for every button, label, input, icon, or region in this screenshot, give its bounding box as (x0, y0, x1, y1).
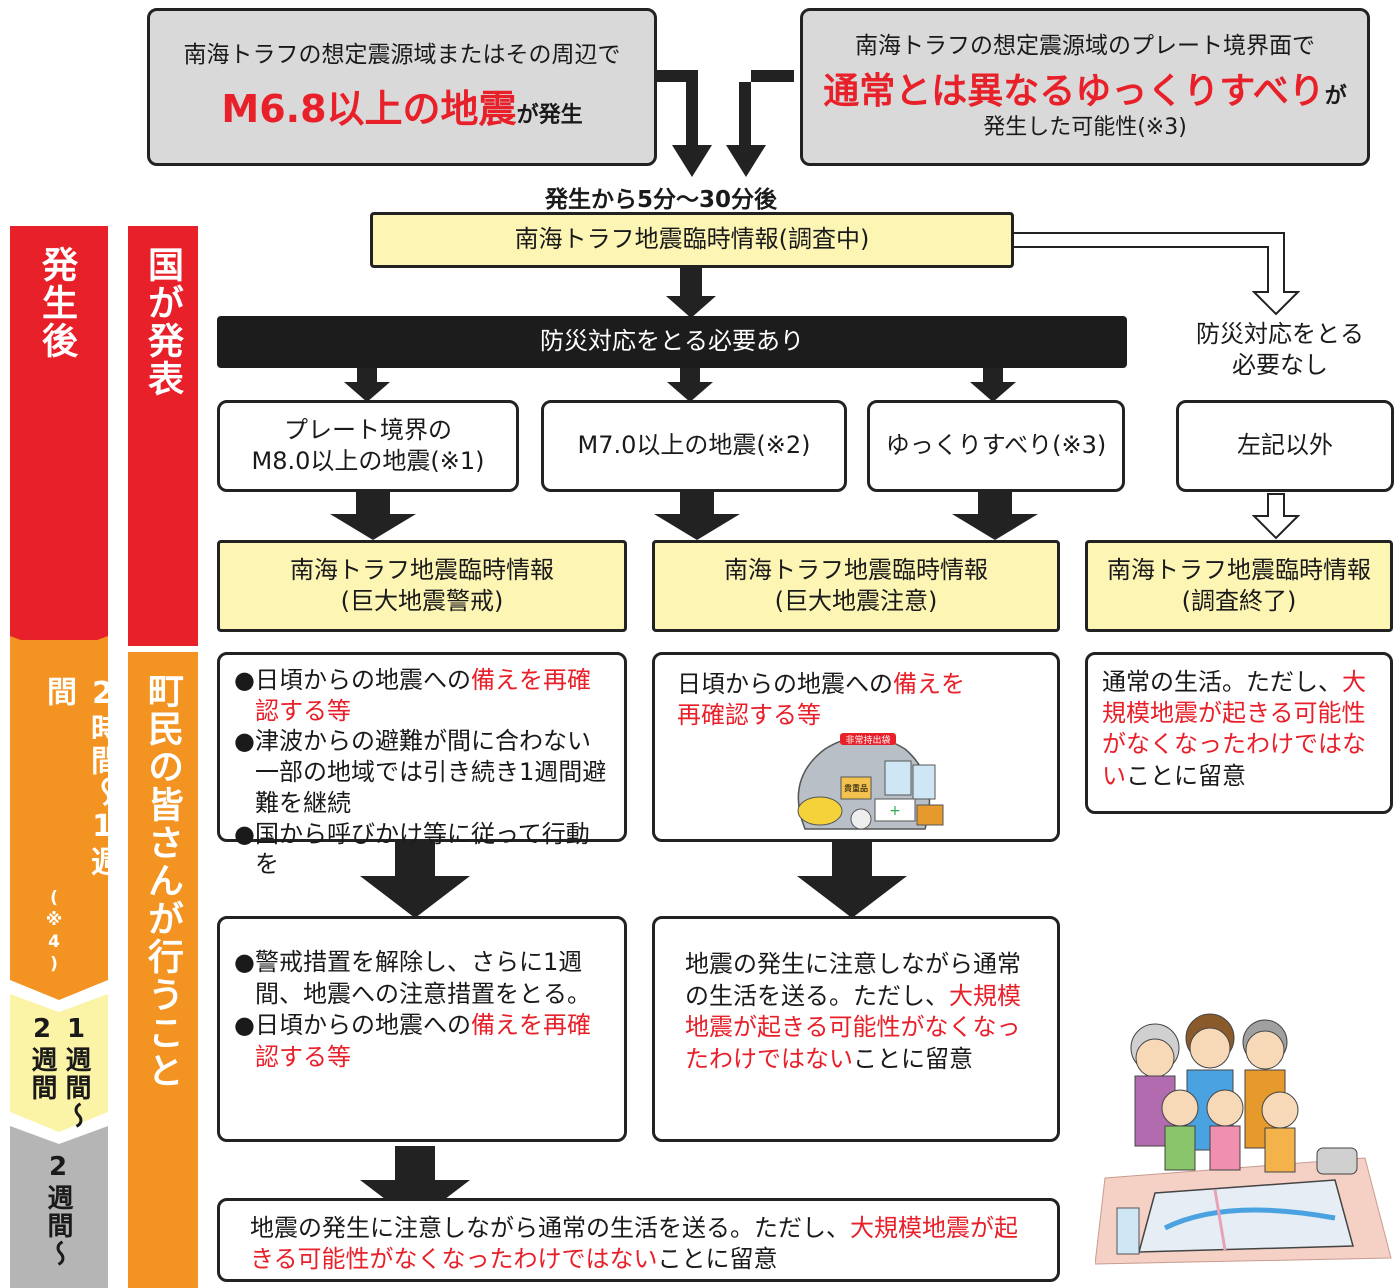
need-response-bar: 防災対応をとる必要あり (217, 316, 1127, 368)
valuables-label: 貴重品 (844, 783, 868, 793)
action-warning2-b2-red: 備えを再確認する等 (254, 1011, 591, 1072)
trigger-slow-slip-line3: 発生した可能性(※3) (983, 114, 1187, 140)
info-warning-line1: 南海トラフ地震臨時情報 (290, 555, 554, 584)
action-end-box: 通常の生活。ただし、大規模地震が起きる可能性がなくなったわけではないことに留意 (1085, 652, 1393, 814)
label-period-1w-2w-b: 2週間 (27, 1014, 57, 1102)
case-plate-line2: M8.0以上の地震(※1) (251, 447, 485, 475)
trigger-slow-slip-emph: 通常とは異なるゆっくりすべり (823, 70, 1325, 112)
action-warning-b1-pre: 日頃からの地震への (254, 666, 471, 694)
action-warning-b1-red: 備えを再確認する等 (254, 666, 591, 725)
action-warning2-bullet-2: ● 日頃からの地震への備えを再確認する等 (234, 1010, 610, 1073)
action-final-post: ことに留意 (657, 1245, 778, 1274)
label-period-note-text: (※4) (44, 888, 64, 976)
action-warning-bullet-2: ● 津波からの避難が間に合わない一部の地域では引き続き1週間避難を継続 (234, 726, 610, 818)
action-caution2-pre: 地震の発生に注意しながら通常の生活を送る。ただし、 (685, 950, 1021, 1010)
trigger-slow-slip-line1: 南海トラフの想定震源域のプレート境界面で (855, 32, 1315, 59)
action-warning-box: ● 日頃からの地震への備えを再確認する等 ● 津波からの避難が間に合わない一部の… (217, 652, 627, 878)
action-final-pre: 地震の発生に注意しながら通常の生活を送る。ただし、 (250, 1214, 850, 1242)
info-warning-box: 南海トラフ地震臨時情報 (巨大地震警戒) (217, 540, 627, 632)
action-caution-box: 日頃からの地震への備えを再確認する等 非常持出袋 貴重品 + (652, 652, 1060, 842)
case-other-box: 左記以外 (1176, 400, 1394, 492)
action-final-box: 地震の発生に注意しながら通常の生活を送る。ただし、大規模地震が起きる可能性がなく… (217, 1198, 1060, 1282)
info-caution-line1: 南海トラフ地震臨時情報 (724, 555, 988, 584)
bullet-icon: ● (234, 948, 255, 976)
emergency-supplies-illustration: 非常持出袋 貴重品 + (797, 733, 944, 830)
trigger-slow-slip-box: 南海トラフの想定震源域のプレート境界面で 通常とは異なるゆっくりすべりが 発生し… (800, 8, 1370, 166)
action-end-post: ことに留意 (1126, 761, 1246, 790)
info-end-box: 南海トラフ地震臨時情報 (調査終了) (1085, 540, 1393, 632)
action-caution-text: 日頃からの地震への備えを再確認する等 (677, 669, 977, 731)
trigger-slow-slip-emph-suffix: が (1324, 83, 1347, 109)
trigger-m68-box: 南海トラフの想定震源域またはその周辺で M6.8以上の地震が発生 (147, 8, 657, 166)
info-investigating-text: 南海トラフ地震臨時情報(調査中) (514, 225, 870, 254)
action-final-red: 大規模地震が起きる可能性がなくなったわけではない (250, 1214, 1018, 1274)
trigger-m68-line1: 南海トラフの想定震源域またはその周辺で (183, 41, 621, 68)
info-end-line1: 南海トラフ地震臨時情報 (1107, 555, 1371, 584)
bullet-icon: ● (234, 819, 255, 848)
action-warning-bullet-1: ● 日頃からの地震への備えを再確認する等 (234, 665, 610, 726)
timing-label: 発生から5分〜30分後 (545, 187, 778, 213)
band-country-announces (128, 226, 198, 646)
bag-label: 非常持出袋 (845, 734, 890, 746)
action-end-pre: 通常の生活。ただし、 (1102, 668, 1342, 696)
no-need-response: 防災対応をとる 必要なし (1175, 316, 1385, 384)
action-warning-bullet-3: ● 国から呼びかけ等に従って行動を (234, 819, 610, 880)
action-warning2-b2-pre: 日頃からの地震への (254, 1011, 471, 1040)
action-caution-red: 備えを再確認する等 (677, 670, 965, 730)
case-m7-text: M7.0以上の地震(※2) (577, 431, 811, 460)
trigger-m68-suffix: が発生 (516, 103, 583, 129)
band-residents (128, 652, 198, 1288)
label-period-2h-1w-text: 2時間〜1週間 (41, 676, 120, 878)
case-slow-slip-box: ゆっくりすべり(※3) (867, 400, 1125, 492)
action-caution2-red: 大規模地震が起きる可能性がなくなったわけではない (685, 981, 1021, 1074)
band-after-occurrence (10, 226, 108, 646)
info-end-line2: (調査終了) (1181, 587, 1297, 615)
label-period-1w-2w-a: 1週間〜 (61, 1014, 91, 1130)
case-slow-text: ゆっくりすべり(※3) (885, 431, 1107, 460)
label-residents: 町民の皆さんが行うこと (142, 672, 183, 1090)
label-country-announces: 国が発表 (142, 246, 183, 398)
action-warning-b3: 国から呼びかけ等に従って行動を (254, 819, 590, 879)
action-warning2-box: ● 警戒措置を解除し、さらに1週間、地震への注意措置をとる。 ● 日頃からの地震… (217, 916, 627, 1142)
action-caution2-post: ことに留意 (853, 1045, 973, 1074)
label-period-2w-plus: 2週間〜 (43, 1152, 73, 1268)
info-warning-line2: (巨大地震警戒) (340, 587, 504, 615)
action-caution-pre: 日頃からの地震への (677, 670, 893, 698)
info-caution-line2: (巨大地震注意) (774, 587, 938, 615)
action-caution2-box: 地震の発生に注意しながら通常の生活を送る。ただし、大規模地震が起きる可能性がなく… (652, 916, 1060, 1142)
no-need-response-line1: 防災対応をとる (1196, 319, 1364, 348)
info-caution-box: 南海トラフ地震臨時情報 (巨大地震注意) (652, 540, 1060, 632)
case-plate-m8-box: プレート境界の M8.0以上の地震(※1) (217, 400, 519, 492)
label-after-occurrence: 発生後 (36, 246, 77, 360)
no-need-response-line2: 必要なし (1232, 351, 1328, 379)
action-warning-b2: 津波からの避難が間に合わない一部の地域では引き続き1週間避難を継続 (254, 727, 607, 817)
family-illustration (1095, 1013, 1392, 1265)
action-warning2-b1: 警戒措置を解除し、さらに1週間、地震への注意措置をとる。 (254, 948, 591, 1008)
action-end-red: 大規模地震が起きる可能性がなくなったわけではない (1102, 668, 1366, 790)
trigger-m68-emph: M6.8以上の地震 (221, 87, 517, 132)
info-investigating-box: 南海トラフ地震臨時情報(調査中) (370, 212, 1014, 268)
svg-text:+: + (889, 803, 901, 819)
need-response-text: 防災対応をとる必要あり (540, 327, 804, 356)
bullet-icon: ● (234, 666, 255, 694)
case-other-text: 左記以外 (1237, 431, 1333, 460)
case-m7-box: M7.0以上の地震(※2) (541, 400, 847, 492)
bullet-icon: ● (234, 1011, 255, 1040)
bullet-icon: ● (234, 727, 255, 756)
case-plate-line1: プレート境界の (284, 415, 452, 444)
action-warning2-bullet-1: ● 警戒措置を解除し、さらに1週間、地震への注意措置をとる。 (234, 947, 610, 1010)
